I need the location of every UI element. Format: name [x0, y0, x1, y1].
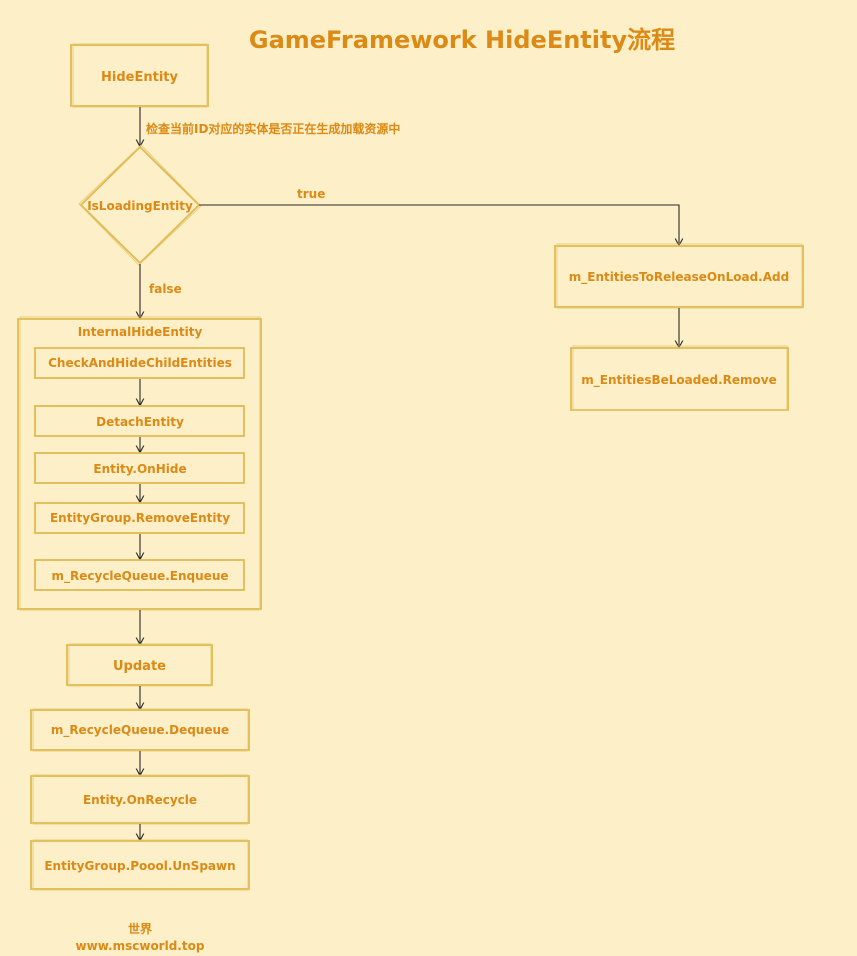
- node-pool-unspawn-label: EntityGroup.Poool.UnSpawn: [44, 859, 235, 873]
- node-update-label: Update: [113, 659, 166, 674]
- false-label: false: [149, 282, 182, 296]
- node-recycle-dequeue: m_RecycleQueue.Dequeue: [30, 708, 250, 752]
- node-recycle-enqueue: m_RecycleQueue.Enqueue: [34, 559, 245, 591]
- node-detach-entity-label: DetachEntity: [96, 415, 184, 429]
- node-hide-entity-label: HideEntity: [101, 70, 178, 85]
- group-internal-hide-entity-label: InternalHideEntity: [78, 325, 203, 339]
- arrow-true-branch: [199, 204, 679, 245]
- node-check-hide-children-label: CheckAndHideChildEntities: [48, 356, 232, 370]
- node-recycle-enqueue-label: m_RecycleQueue.Enqueue: [52, 569, 229, 584]
- node-detach-entity: DetachEntity: [34, 405, 245, 437]
- node-hide-entity: HideEntity: [70, 43, 209, 108]
- diagram-title: GameFramework HideEntity流程: [249, 26, 675, 54]
- true-label: true: [297, 187, 325, 201]
- check-note: 检查当前ID对应的实体是否正在生成加载资源中: [146, 121, 400, 136]
- node-entity-on-recycle-label: Entity.OnRecycle: [83, 793, 197, 807]
- node-recycle-dequeue-label: m_RecycleQueue.Dequeue: [51, 723, 229, 738]
- node-entity-on-hide: Entity.OnHide: [34, 452, 245, 484]
- node-group-remove-entity: EntityGroup.RemoveEntity: [34, 502, 245, 534]
- footer-line-1: 世界: [128, 921, 152, 936]
- decision-label: IsLoadingEntity: [87, 199, 193, 213]
- footer-line-2: www.mscworld.top: [76, 939, 205, 953]
- node-update: Update: [66, 643, 213, 687]
- node-pool-unspawn: EntityGroup.Poool.UnSpawn: [30, 839, 250, 891]
- node-group-remove-entity-label: EntityGroup.RemoveEntity: [50, 511, 230, 525]
- decision-is-loading-entity: IsLoadingEntity: [78, 144, 202, 266]
- node-be-loaded-remove-label: m_EntitiesBeLoaded.Remove: [581, 373, 776, 388]
- node-release-on-load-add: m_EntitiesToReleaseOnLoad.Add: [554, 243, 804, 309]
- node-be-loaded-remove: m_EntitiesBeLoaded.Remove: [570, 345, 789, 411]
- node-release-on-load-add-label: m_EntitiesToReleaseOnLoad.Add: [569, 270, 789, 285]
- node-check-hide-children: CheckAndHideChildEntities: [34, 347, 245, 379]
- node-entity-on-recycle: Entity.OnRecycle: [30, 774, 250, 825]
- node-entity-on-hide-label: Entity.OnHide: [93, 462, 186, 476]
